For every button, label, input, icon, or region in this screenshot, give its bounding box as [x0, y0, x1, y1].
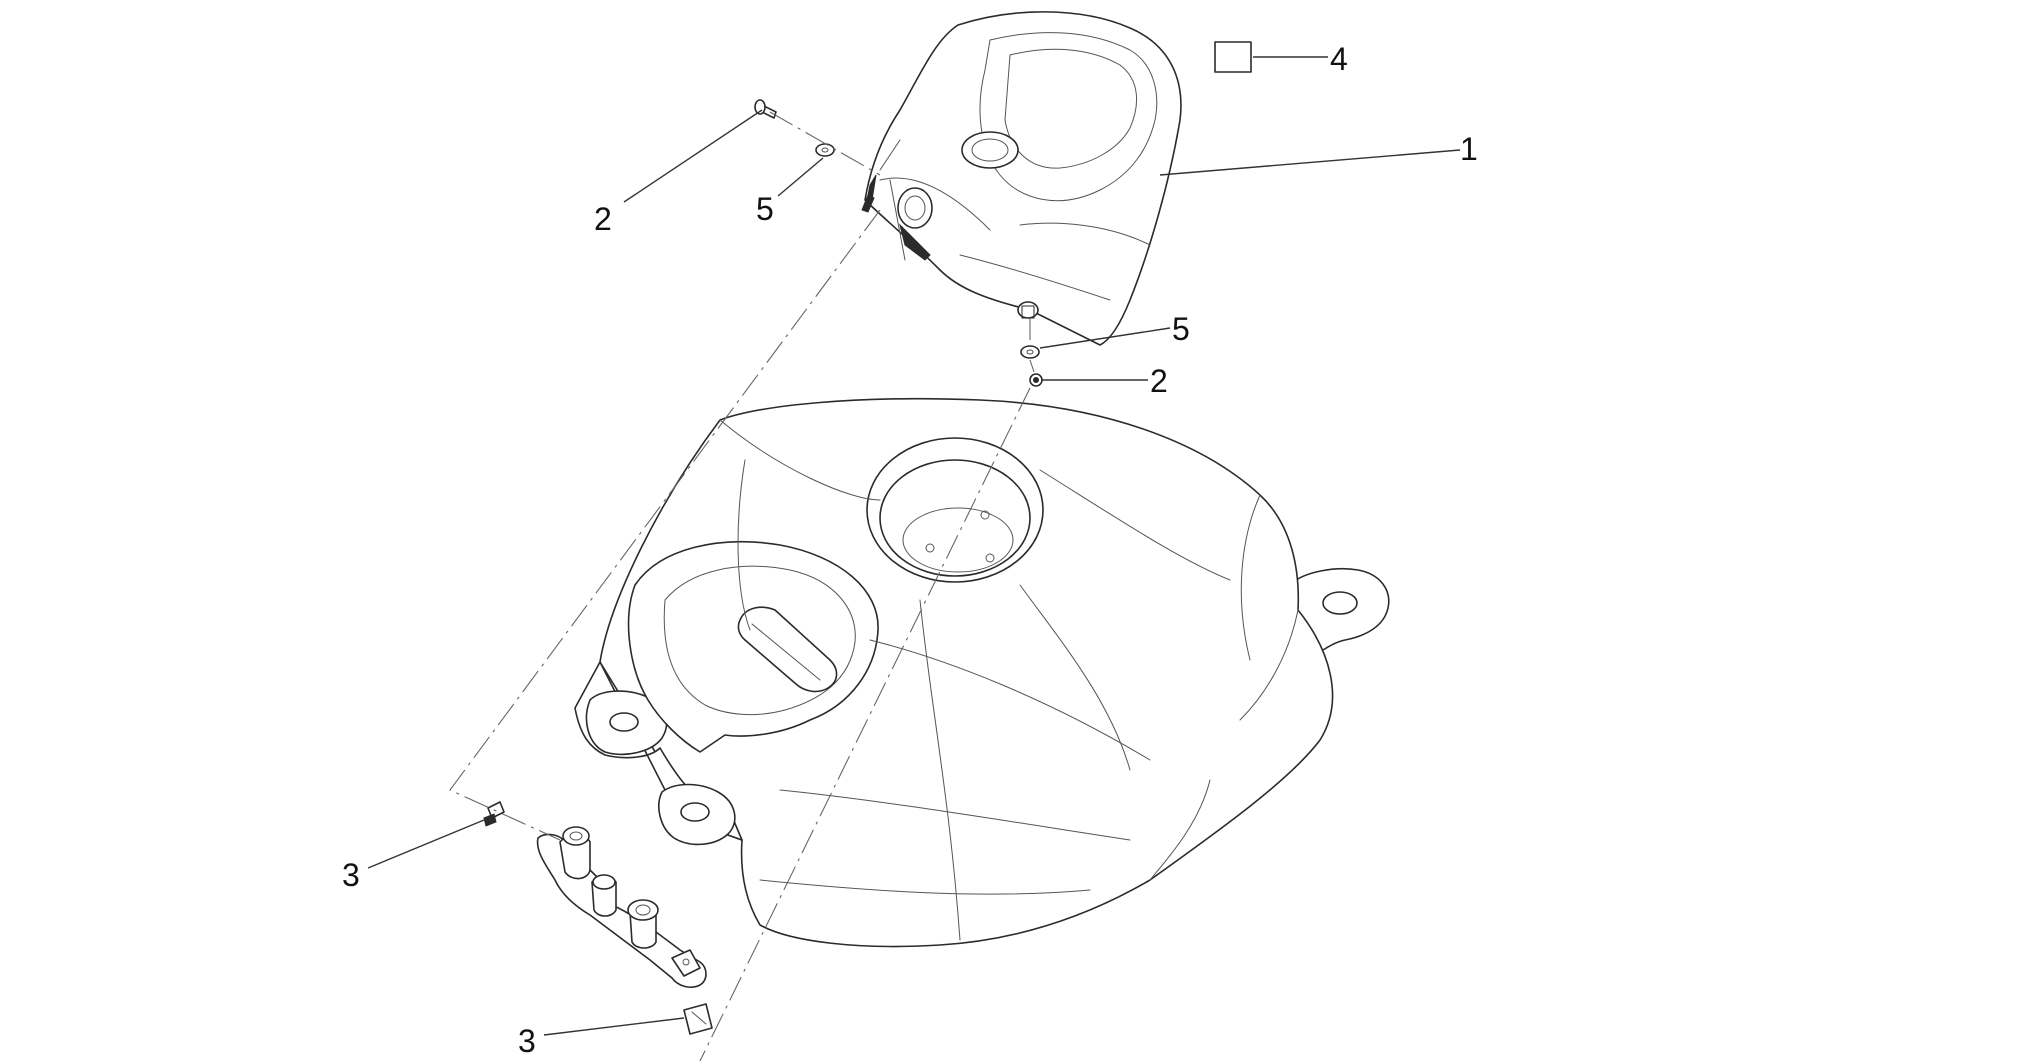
screw-lower-right — [1029, 373, 1043, 387]
callout-1: 1 — [1460, 131, 1478, 167]
clip-nut — [683, 1003, 713, 1035]
callout-3-lower: 3 — [518, 1023, 536, 1059]
label-square — [1214, 41, 1252, 73]
callout-2-upper: 2 — [594, 201, 612, 237]
callout-4: 4 — [1330, 41, 1348, 77]
washer-upper-left — [815, 143, 835, 157]
fuel-tank — [574, 397, 1390, 948]
callout-labels: 1 2 2 3 3 4 5 5 — [342, 41, 1478, 1059]
callout-2-lower: 2 — [1150, 363, 1168, 399]
screw-bracket — [483, 801, 505, 827]
washer-lower-right — [1020, 345, 1040, 359]
callout-3-upper: 3 — [342, 857, 360, 893]
callout-5-upper: 5 — [756, 191, 774, 227]
callout-5-lower: 5 — [1172, 311, 1190, 347]
leader-lines — [367, 56, 1461, 1036]
bracket-assembly — [536, 826, 707, 988]
assembly-centerlines — [449, 111, 1035, 1061]
tank-cover — [861, 11, 1182, 346]
screw-upper-left — [754, 99, 777, 119]
